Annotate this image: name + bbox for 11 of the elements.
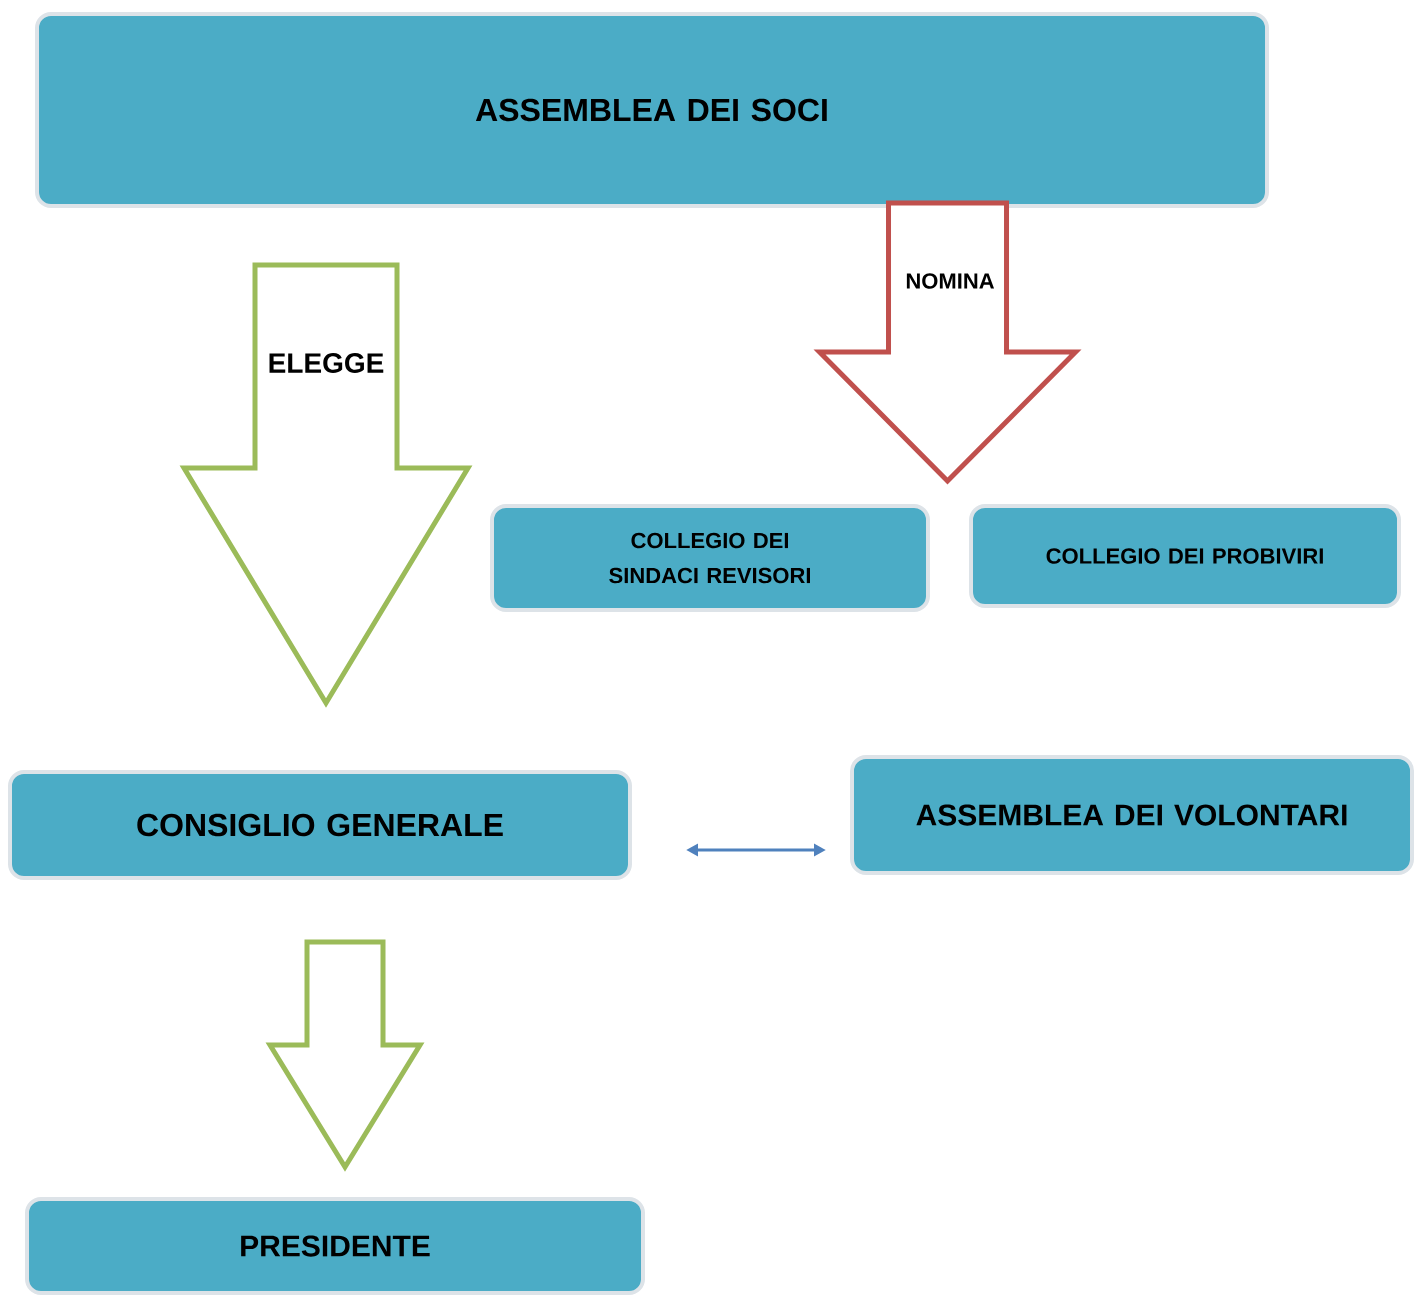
rounded-box: COLLEGIO DEI PROBIVIRI	[969, 504, 1401, 608]
block-arrow	[813, 200, 1082, 485]
rounded-box: COLLEGIO DEI SINDACI REVISORI	[490, 504, 930, 612]
rounded-box: ASSEMBLEA DEI VOLONTARI	[850, 755, 1414, 875]
rounded-box: ASSEMBLEA DEI SOCI	[35, 12, 1269, 208]
rounded-box: PRESIDENTE	[25, 1197, 645, 1295]
edge-label: NOMINA	[906, 273, 995, 289]
block-arrow	[179, 262, 473, 708]
block-arrow	[265, 939, 425, 1172]
rounded-box: CONSIGLIO GENERALE	[8, 770, 632, 880]
edge-label: ELEGGE	[269, 353, 384, 373]
